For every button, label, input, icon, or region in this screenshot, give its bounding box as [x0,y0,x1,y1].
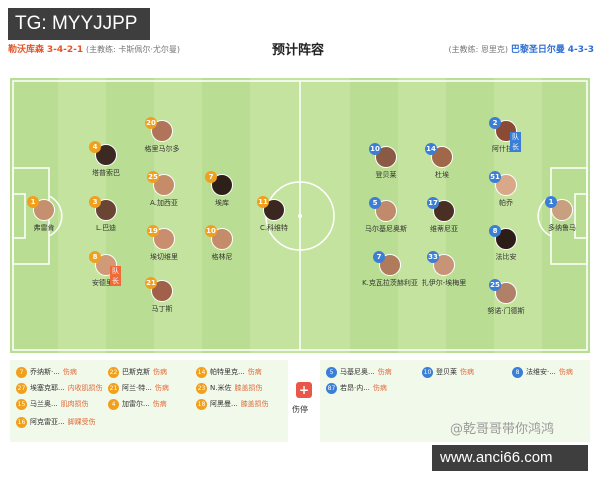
player-avatar: 20 [145,117,173,142]
player-avatar: 19 [147,225,175,250]
away-team-name[interactable]: 巴黎圣日尔曼 [510,45,565,55]
home-player-3[interactable]: 4 塔普索巴 [76,141,136,178]
watermark-telegram: TG: MYYJJPP [8,8,150,40]
player-avatar: 21 [145,277,173,302]
away-player-3[interactable]: 7 K.克瓦拉茨赫利亚 [362,251,418,287]
player-avatar: 1 [27,196,55,221]
player-avatar: 33 [427,251,455,276]
home-player-6[interactable]: 25 A.加西亚 [147,171,178,207]
home-player-7[interactable]: 19 埃切维里 [147,225,178,261]
away-player-4[interactable]: 14 杜埃 [412,143,472,180]
home-player-10[interactable]: 10 格林尼 [205,225,233,261]
away-player-1[interactable]: 10 登贝莱 [369,143,397,179]
away-formation: 4-3-3 [567,45,594,55]
player-avatar: 4 [89,141,117,166]
player-avatar: 1 [545,196,573,221]
home-player-11[interactable]: 11 C.科维特 [257,196,289,232]
home-formation: 3-4-2-1 [46,45,84,55]
away-player-10[interactable]: 25 努诺·门德斯 [487,279,525,315]
page-title: 预计阵容 [272,43,325,58]
player-avatar: 10 [205,225,233,250]
home-team-info: 勒沃库森 3-4-2-1 (主教练: 卡斯佩尔·尤尔曼) [8,42,180,55]
injury-label: 伤停 [292,405,308,414]
home-coach: (主教练: 卡斯佩尔·尤尔曼) [86,45,181,54]
player-avatar: 17 [427,197,455,222]
player-avatar: 11 [257,196,285,221]
away-player-11[interactable]: 1 多纳鲁马 [532,196,590,233]
player-avatar: 10 [369,143,397,168]
watermark-weibo: @乾哥哥带你鸿鸿 [450,422,555,437]
home-player-8[interactable]: 21 马丁斯 [145,277,173,313]
player-avatar: 25 [489,279,517,304]
away-player-6[interactable]: 33 扎伊尔-埃梅里 [421,251,467,287]
away-player-5[interactable]: 17 维蒂尼亚 [427,197,458,233]
home-player-9[interactable]: 7 埃库 [192,171,252,208]
player-avatar: 25 [147,171,175,196]
player-avatar: 8 [489,225,517,250]
player-avatar: 7 [205,171,233,196]
match-header: 勒沃库森 3-4-2-1 (主教练: 卡斯佩尔·尤尔曼) 预计阵容 (主教练: … [0,36,600,62]
home-player-1[interactable]: 1 弗雷肯 [14,196,74,233]
player-avatar: 14 [425,143,453,168]
player-avatar: 51 [489,171,517,196]
away-player-8[interactable]: 51 帕乔 [476,171,536,208]
pitch-lines [12,80,588,351]
player-avatar: 5 [369,197,397,222]
player-avatar: 7 [373,251,401,276]
watermark-site: www.anci66.com [432,445,588,471]
away-coach: (主教练: 恩里克) [448,45,508,54]
first-aid-icon: + [296,382,312,398]
home-team-name[interactable]: 勒沃库森 [8,45,45,55]
away-player-9[interactable]: 8 法比安 [476,225,536,262]
home-player-5[interactable]: 20 格里马尔多 [144,117,180,153]
away-player-2[interactable]: 5 马尔基尼奥斯 [365,197,407,233]
home-player-2[interactable]: 3 L.巴迪 [76,196,136,233]
away-team-info: (主教练: 恩里克) 巴黎圣日尔曼 4-3-3 [448,42,594,55]
player-avatar: 3 [89,196,117,221]
